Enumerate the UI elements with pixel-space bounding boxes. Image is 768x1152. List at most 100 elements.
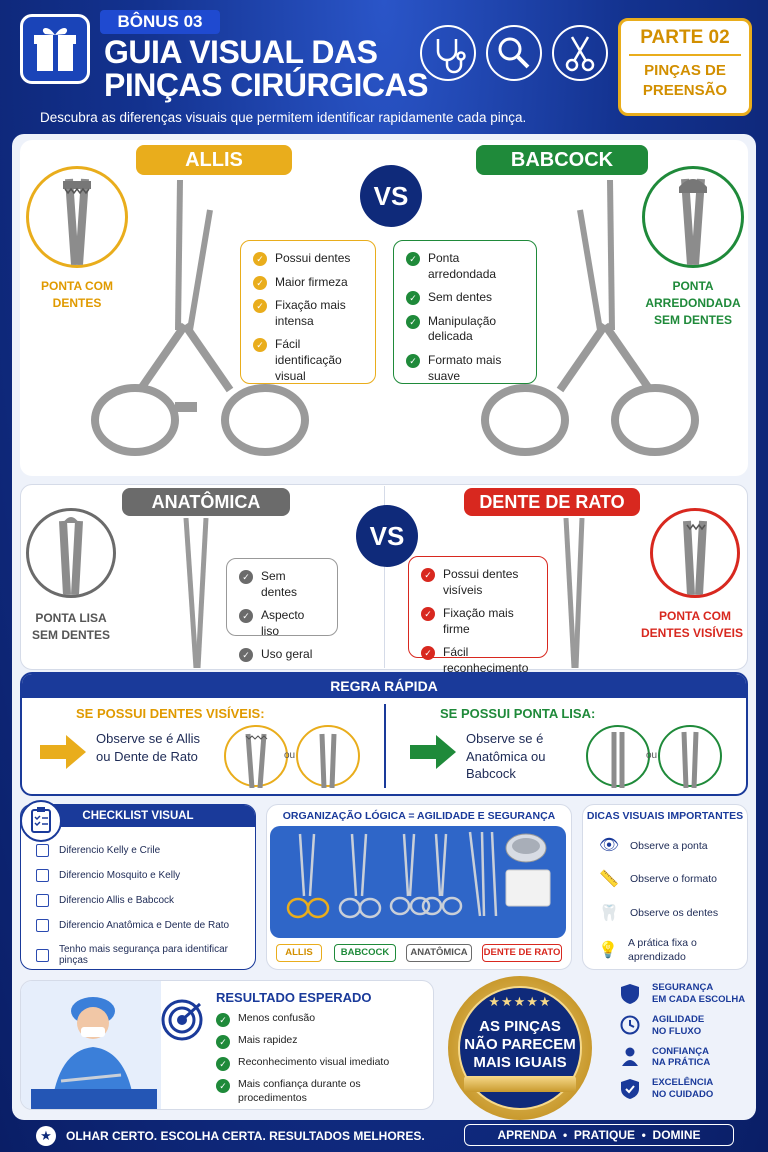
allis-instrument	[91, 180, 309, 456]
seal-stars: ★★★★★	[488, 994, 552, 1009]
babcock-feature: ✓Sem dentes	[406, 290, 524, 306]
tooth-icon: 🦷	[599, 904, 619, 922]
scissors-icon	[552, 25, 608, 81]
babcock-caption-line1: PONTA	[672, 279, 714, 293]
babcock-caption-line2: ARREDONDADA	[645, 296, 741, 310]
anatomica-caption-line2: SEM DENTES	[31, 628, 110, 642]
result-item: ✓Reconhecimento visual imediato	[216, 1056, 430, 1071]
seal-ribbon	[464, 1076, 576, 1092]
result-list: ✓Menos confusão ✓Mais rapidez ✓Reconheci…	[216, 1012, 430, 1112]
magnifier-icon	[486, 25, 542, 81]
seal-line1: AS PINÇAS	[479, 1018, 561, 1035]
dente-de-rato-features: ✓Possui dentes visíveis ✓Fixação mais fi…	[408, 556, 548, 675]
anatomica-label: ANATÔMICA	[122, 488, 290, 516]
dente-de-rato-tip-zoom	[650, 508, 740, 598]
shield-icon	[620, 983, 642, 1005]
allis-features: ✓Possui dentes ✓Maior firmeza ✓Fixação m…	[240, 240, 376, 384]
part-sub-line1: PINÇAS DE	[644, 62, 726, 79]
rule-right-text: Observe se é Anatômica ou Babcock	[466, 731, 546, 782]
page-title-line2: PINÇAS CIRÚRGICAS	[104, 67, 428, 103]
part-badge: PARTE 02 PINÇAS DE PREENSÃO	[618, 18, 752, 116]
result-title: RESULTADO ESPERADO	[216, 990, 372, 1005]
rule-right-ou: ou	[646, 750, 658, 761]
allis-caption-line2: DENTES	[52, 296, 102, 310]
babcock-tip-zoom	[642, 166, 744, 268]
stethoscope-icon	[420, 25, 476, 81]
tray-tag-anatomica: ANATÔMICA	[406, 944, 472, 962]
babcock-feature: ✓Manipulação delicada	[406, 314, 524, 345]
person-icon	[620, 1046, 642, 1068]
anatomica-feature: ✓Aspecto liso	[239, 608, 325, 639]
anatomica-feature: ✓Uso geral	[239, 647, 325, 663]
gift-icon	[20, 14, 90, 84]
rule-right-arrow	[410, 735, 456, 769]
checklist-items: Diferencio Kelly e Crile Diferencio Mosq…	[36, 844, 252, 978]
eye-icon: 👁	[598, 837, 620, 854]
result-item: ✓Mais confiança durante os procedimentos	[216, 1078, 430, 1105]
rule-left-arrow	[40, 735, 86, 769]
allis-feature: ✓Fácil identificação visual	[253, 337, 363, 384]
rule-left-heading: SE POSSUI DENTES VISÍVEIS:	[76, 706, 265, 721]
tips-list: 👁Observe a ponta 📏Observe o formato 🦷Obs…	[598, 836, 746, 978]
anatomica-caption-line1: PONTA LISA	[35, 611, 107, 625]
tray-tag-allis: ALLIS	[276, 944, 322, 962]
checklist-item[interactable]: Diferencio Anatômica e Dente de Rato	[36, 919, 252, 932]
organization-title: ORGANIZAÇÃO LÓGICA = AGILIDADE E SEGURAN…	[282, 810, 556, 822]
babcock-instrument	[481, 180, 699, 456]
rule-right-heading: SE POSSUI PONTA LISA:	[440, 706, 596, 721]
lightbulb-icon: 💡	[598, 941, 618, 959]
seal-line3: MAIS IGUAIS	[473, 1054, 567, 1071]
dente-de-rato-instrument	[563, 518, 585, 668]
rule-left-image	[222, 724, 362, 788]
checklist-item[interactable]: Diferencio Kelly e Crile	[36, 844, 252, 857]
rule-left-ou: ou	[284, 750, 296, 761]
clock-icon	[620, 1015, 642, 1037]
allis-feature: ✓Maior firmeza	[253, 275, 363, 291]
footer-star-icon: ★	[36, 1126, 56, 1146]
shield-check-icon	[620, 1078, 642, 1100]
footer-cta: APRENDA • PRATIQUE • DOMINE	[464, 1124, 734, 1146]
tray-tag-dente-de-rato: DENTE DE RATO	[482, 944, 562, 962]
footer-slogan: OLHAR CERTO. ESCOLHA CERTA. RESULTADOS M…	[66, 1129, 425, 1143]
allis-tip-zoom	[26, 166, 128, 268]
dente-de-rato-caption-line2: DENTES VISÍVEIS	[640, 626, 744, 640]
checklist-title: CHECKLIST VISUAL	[21, 805, 255, 827]
result-item: ✓Menos confusão	[216, 1012, 430, 1027]
babcock-features: ✓Ponta arredondada ✓Sem dentes ✓Manipula…	[393, 240, 537, 384]
vs-badge-1: VS	[360, 165, 422, 227]
tip-item: 🦷Observe os dentes	[598, 904, 746, 925]
checklist-item[interactable]: Tenho mais segurança para identificar pi…	[36, 944, 252, 966]
allis-caption-line1: PONTA COM	[41, 279, 113, 293]
tray-tag-babcock: BABCOCK	[334, 944, 396, 962]
ruler-icon: 📏	[599, 870, 619, 888]
anatomica-tip-zoom	[26, 508, 116, 598]
rule-right-image	[584, 724, 724, 788]
dente-de-rato-feature: ✓Fixação mais firme	[421, 606, 535, 637]
anatomica-features: ✓Sem dentes ✓Aspecto liso ✓Uso geral	[226, 558, 338, 663]
rule-title: REGRA RÁPIDA	[22, 674, 746, 698]
anatomica-feature: ✓Sem dentes	[239, 569, 325, 600]
babcock-feature: ✓Formato mais suave	[406, 353, 524, 384]
babcock-label: BABCOCK	[476, 145, 648, 175]
checklist-item[interactable]: Diferencio Mosquito e Kelly	[36, 869, 252, 882]
result-item: ✓Mais rapidez	[216, 1034, 430, 1049]
vs-badge-2: VS	[356, 505, 418, 567]
dente-de-rato-feature: ✓Fácil reconhecimento	[421, 645, 535, 676]
checklist-item[interactable]: Diferencio Allis e Babcock	[36, 894, 252, 907]
allis-feature: ✓Possui dentes	[253, 251, 363, 267]
clipboard-icon	[20, 800, 62, 842]
anatomica-instrument	[183, 518, 209, 668]
allis-label: ALLIS	[136, 145, 292, 175]
nurse-illustration	[21, 981, 161, 1109]
babcock-caption-line3: SEM DENTES	[653, 313, 732, 327]
tip-item: 📏Observe o formato	[598, 870, 746, 891]
babcock-feature: ✓Ponta arredondada	[406, 251, 524, 282]
instrument-tray	[270, 826, 566, 938]
target-icon	[160, 998, 204, 1042]
header-subtitle: Descubra as diferenças visuais que permi…	[40, 110, 527, 125]
dente-de-rato-caption-line1: PONTA COM	[659, 609, 731, 623]
